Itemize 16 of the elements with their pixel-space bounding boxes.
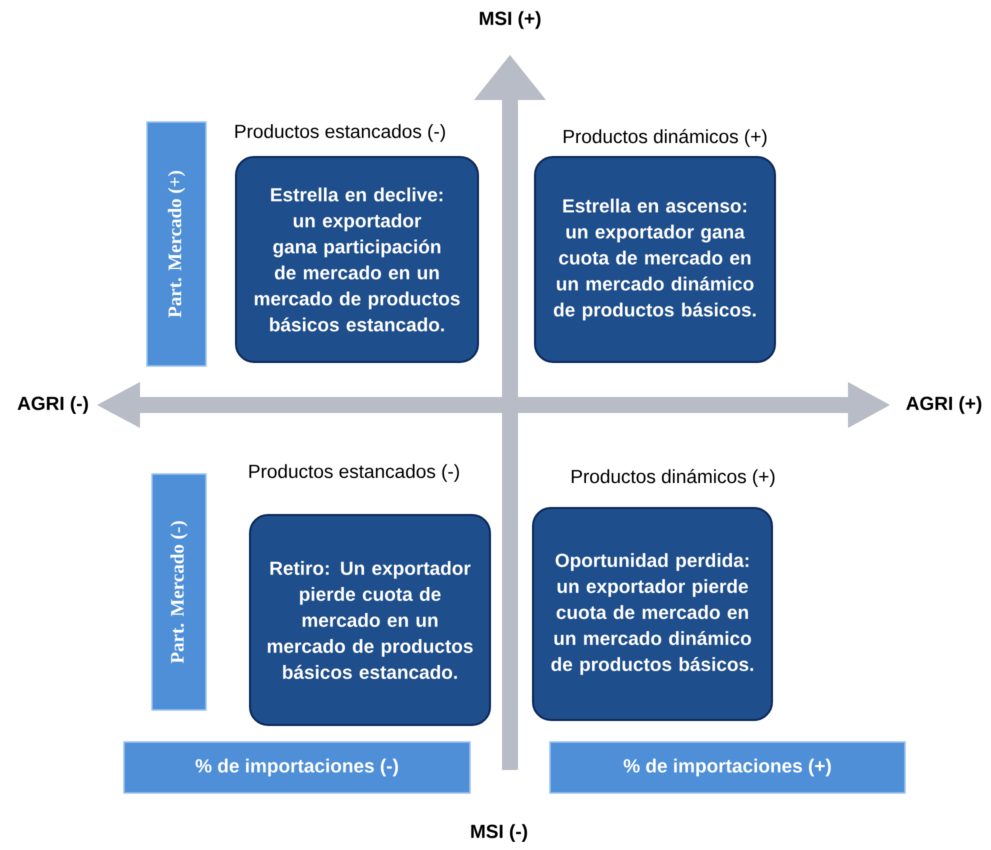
- quadrant-box: Oportunidad perdida: un exportador pierde cuota de mercado en un mercado dinámico de productos básicos.: [532, 507, 773, 721]
- quadrant-heading: Productos dinámicos (+): [572, 469, 774, 487]
- bottom-bar: % de importaciones (-): [123, 741, 471, 794]
- quadrant-box: Estrella en ascenso: un exportador gana cuota de mercado en un mercado dinámico de productos básicos.: [534, 156, 776, 363]
- axis-label: AGRI (-): [18, 396, 88, 414]
- side-bar: Part. Mercado (-): [151, 473, 207, 711]
- bottom-bar: % de importaciones (+): [549, 741, 906, 794]
- quadrant-heading: Productos dinámicos (+): [564, 129, 766, 147]
- axis-label: MSI (-): [471, 824, 528, 842]
- axis-label: MSI (+): [480, 11, 540, 29]
- quadrant-heading: Productos estancados (-): [235, 124, 445, 142]
- quadrant-box: Retiro: Un exportador pierde cuota de mercado en un mercado de productos básicos estancado.: [249, 514, 491, 726]
- quadrant-heading: Productos estancados (-): [249, 464, 459, 482]
- side-bar: Part. Mercado (+): [146, 121, 207, 367]
- axis-label: AGRI (+): [906, 396, 982, 414]
- quadrant-box: Estrella en declive: un exportador gana participación de mercado en un mercado de productos básicos estancado.: [235, 156, 479, 363]
